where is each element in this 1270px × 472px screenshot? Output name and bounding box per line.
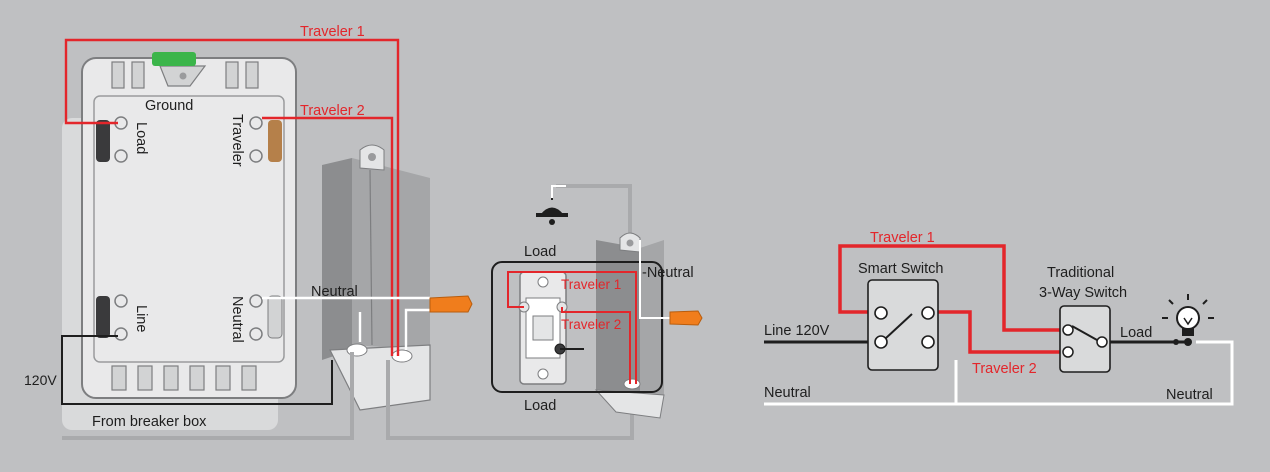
traveler1-label-mid: Traveler 1: [561, 277, 621, 292]
wall-box-side: [322, 158, 352, 360]
traveler-terminal-label: Traveler: [229, 114, 245, 167]
three-way-switch-device: [518, 271, 568, 385]
wall-box-tab-hole: [368, 153, 376, 161]
smart-switch-box: [867, 279, 939, 371]
traveler2-label-left: Traveler 2: [300, 103, 365, 119]
traveler2-label-mid: Traveler 2: [561, 317, 621, 332]
device-inner-frame: [93, 95, 285, 363]
load-bottom-label: Load: [524, 398, 556, 414]
wire-nut-left: [429, 295, 473, 313]
traveler2-wire-left: [262, 116, 394, 356]
neutral-label-schematic-left: Neutral: [764, 385, 811, 401]
smart-switch-device: [62, 52, 297, 430]
smart-switch-label: Smart Switch: [858, 261, 943, 277]
bottom-clips: [111, 365, 257, 391]
top-clip: [245, 61, 259, 89]
ground-label: Ground: [145, 98, 193, 114]
wall-box-tab-hole: [626, 239, 634, 247]
smart-switch-contact: [885, 313, 913, 339]
traveler1-label-left: Traveler 1: [300, 24, 365, 40]
top-clip: [111, 61, 125, 89]
traveler1-wire-left: [64, 38, 400, 356]
traveler1-label-schematic: Traveler 1: [870, 230, 935, 246]
load-junction: [1173, 339, 1179, 345]
top-clip: [225, 61, 239, 89]
neutral-wire-label: Neutral: [311, 284, 358, 300]
neutral-wire-left: [262, 296, 430, 350]
line-120v-label-schematic: Line 120V: [764, 323, 830, 339]
wire-nut-right: [669, 310, 703, 326]
line-wire-120v: [61, 335, 333, 405]
neutral-label-mid: -Neutral: [642, 265, 694, 281]
line-120v-label: 120V: [24, 372, 57, 388]
cable-from-breaker: [62, 352, 354, 440]
switch-toggle: [532, 315, 554, 341]
line-terminal-slot: [96, 296, 110, 338]
traditional-switch-contact: [1071, 325, 1098, 341]
lamp-neutral-wire: [551, 185, 566, 198]
wall-box-edge: [369, 169, 373, 346]
top-clip: [131, 61, 145, 89]
load-terminal-label: Load: [133, 122, 149, 154]
three-way-switch-box: [491, 261, 663, 393]
traditional-switch-label-1: Traditional: [1047, 265, 1114, 281]
wall-box-knockout: [623, 378, 641, 390]
line-terminal-label: Line: [133, 305, 149, 332]
neutral-wire-mid: [639, 240, 672, 319]
neutral-wire-schematic: [764, 340, 1234, 406]
neutral-terminal-slot: [267, 295, 283, 339]
traveler2-label-schematic: Traveler 2: [972, 361, 1037, 377]
traveler2-wire-schematic: [928, 310, 1064, 354]
load-terminal-slot: [96, 120, 110, 162]
wall-box-knockout: [391, 349, 413, 363]
cable-to-lamp: [556, 184, 632, 240]
neutral-terminal-label: Neutral: [229, 296, 245, 343]
cable-to-3way: [386, 360, 634, 440]
traditional-switch-label-2: 3-Way Switch: [1039, 285, 1127, 301]
terminal-holes: [114, 116, 263, 341]
wall-box-bottom: [329, 344, 431, 411]
traveler2-wire-mid: [561, 307, 631, 384]
traveler-terminal-slot: [268, 120, 282, 162]
load-top-label: Load: [524, 244, 556, 260]
ground-screw: [179, 72, 187, 80]
ground-tab: [152, 52, 196, 66]
left-wall-box: [322, 144, 431, 411]
light-bulb-icon: [1162, 294, 1214, 346]
traveler1-wire-schematic: [838, 244, 1064, 332]
schematic: Traveler 1 Traveler 2 Smart Switch Tradi…: [764, 230, 1234, 406]
load-label-schematic: Load: [1120, 325, 1152, 341]
traveler1-wire-mid: [507, 271, 637, 384]
from-breaker-label: From breaker box: [92, 414, 207, 430]
wall-box-bottom: [594, 389, 665, 419]
neutral-label-schematic-right: Neutral: [1166, 387, 1213, 403]
